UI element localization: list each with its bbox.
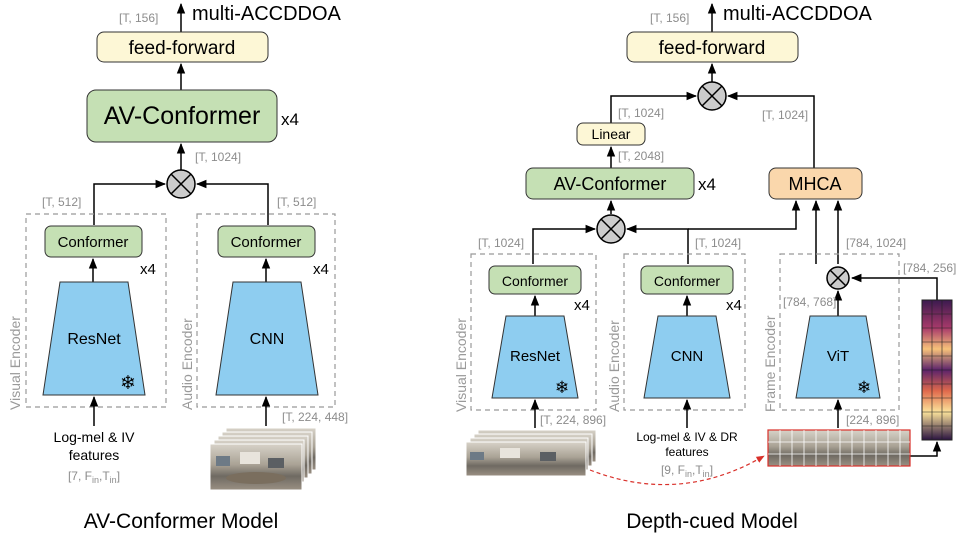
resnet-block (491, 315, 579, 399)
mhca-to-fusion-arrow (726, 91, 815, 168)
frame-input-dim: [224, 896] (846, 413, 899, 427)
cnn-block (215, 281, 319, 396)
cnn-block (643, 315, 731, 399)
vit-block (795, 315, 881, 399)
frame-fusion-multiply-icon (826, 266, 850, 290)
audio-conformer-label: Conformer (231, 234, 302, 251)
feed-forward-label: feed-forward (659, 38, 766, 59)
audio-conformer-block (640, 265, 734, 295)
audio-input-label-line2: features (665, 445, 708, 459)
vit-out-dim: [784, 768] (783, 295, 836, 309)
left-caption: AV-Conformer Model (84, 510, 279, 533)
audio-input-label-line1: Log-mel & IV (54, 429, 136, 445)
frame-sampling-dashed-arrow (589, 455, 765, 486)
right-model: [T, 156] multi-ACCDDOA feed-forward [T, … (453, 2, 956, 533)
audio-input-dim: [7, Fin,Tin] (68, 469, 120, 485)
audio-branch-dim: [T, 512] (277, 195, 316, 209)
visual-encoder-label: Visual Encoder (453, 318, 469, 412)
fusion-multiply-icon (697, 81, 727, 111)
resnet-label: ResNet (67, 331, 121, 348)
depth-dim: [784, 256] (903, 261, 956, 275)
feed-forward-block (626, 31, 799, 63)
resnet-block (42, 281, 146, 396)
visual-conformer-repeat: x4 (574, 297, 590, 314)
cnn-label: CNN (671, 348, 704, 365)
depth-to-fusion-arrow (850, 273, 938, 300)
frame-encoder-box (779, 253, 900, 411)
visual-conformer-block (488, 265, 582, 295)
video-input-dim: [T, 224, 448] (282, 410, 348, 424)
frame-patches-image (767, 429, 911, 467)
av-conformer-block (86, 89, 278, 143)
frozen-snowflake-icon: ❄ (857, 378, 871, 397)
frame-encoder-label: Frame Encoder (762, 315, 778, 412)
vit-label: ViT (827, 348, 849, 365)
visual-conformer-block (44, 225, 143, 258)
audio-to-fusion-arrow (195, 179, 269, 225)
linear-label: Linear (592, 126, 631, 142)
output-label: multi-ACCDDOA (192, 3, 342, 25)
audio-encoder-label: Audio Encoder (179, 318, 195, 410)
visual-encoder-label: Visual Encoder (7, 316, 23, 410)
linear-block (576, 122, 646, 146)
av-conformer-label: AV-Conformer (554, 174, 667, 194)
av-conformer-repeat: x4 (698, 175, 716, 194)
frozen-snowflake-icon: ❄ (555, 378, 569, 397)
audio-conformer-block (217, 225, 316, 258)
output-dim-label: [T, 156] (119, 11, 158, 25)
visual-to-fusion-arrow (93, 179, 167, 225)
visual-branch-dim: [T, 1024] (478, 236, 524, 250)
mhca-out-dim: [T, 1024] (762, 108, 808, 122)
frozen-snowflake-icon: ❄ (120, 373, 136, 394)
audio-conformer-repeat: x4 (726, 297, 742, 314)
av-conformer-label: AV-Conformer (104, 102, 261, 130)
video-frames-stack-image (465, 429, 597, 477)
audio-conformer-repeat: x4 (313, 261, 329, 278)
audio-encoder-label: Audio Encoder (606, 320, 622, 412)
feed-forward-label: feed-forward (129, 38, 236, 59)
frame-fusion-dim: [784, 1024] (846, 236, 906, 250)
audio-conformer-label: Conformer (654, 273, 720, 289)
resnet-label: ResNet (510, 348, 561, 365)
mhca-block (768, 167, 863, 200)
mhca-label: MHCA (789, 174, 842, 194)
av-out-dim: [T, 2048] (618, 149, 664, 163)
left-model: [T, 156] multi-ACCDDOA feed-forward AV-C… (7, 2, 348, 533)
linear-out-dim: [T, 1024] (618, 106, 664, 120)
visual-encoder-box (470, 253, 597, 411)
frame-to-depth-arrow (910, 440, 942, 457)
visual-conformer-repeat: x4 (140, 261, 156, 278)
visual-encoder-box (25, 213, 167, 408)
av-conformer-repeat: x4 (281, 110, 299, 129)
fusion-dim-label: [T, 1024] (195, 150, 241, 164)
cnn-label: CNN (250, 331, 285, 348)
audio-to-mhca-arrow (688, 199, 801, 230)
visual-conformer-label: Conformer (502, 273, 568, 289)
audio-input-label-line2: features (69, 447, 120, 463)
audio-input-label-line1: Log-mel & IV & DR (636, 430, 738, 444)
right-caption: Depth-cued Model (626, 510, 798, 533)
visual-to-fusion-arrow (532, 224, 597, 264)
audio-input-dim: [9, Fin,Tin] (661, 463, 713, 479)
video-frames-stack-image (209, 427, 317, 491)
output-label: multi-ACCDDOA (723, 3, 873, 25)
video-input-dim: [T, 224, 896] (540, 413, 606, 427)
linear-to-fusion-arrow (610, 91, 698, 123)
output-dim-label: [T, 156] (650, 11, 689, 25)
visual-conformer-label: Conformer (58, 234, 129, 251)
fusion-multiply-icon (596, 214, 626, 244)
audio-to-fusion-arrow (625, 224, 689, 264)
audio-branch-dim: [T, 1024] (695, 236, 741, 250)
audio-encoder-box (623, 253, 746, 411)
av-conformer-block (525, 167, 695, 200)
visual-branch-dim: [T, 512] (42, 195, 81, 209)
depth-map-heatmap-image (921, 299, 953, 441)
feed-forward-block (96, 31, 269, 63)
fusion-multiply-icon (166, 169, 196, 199)
